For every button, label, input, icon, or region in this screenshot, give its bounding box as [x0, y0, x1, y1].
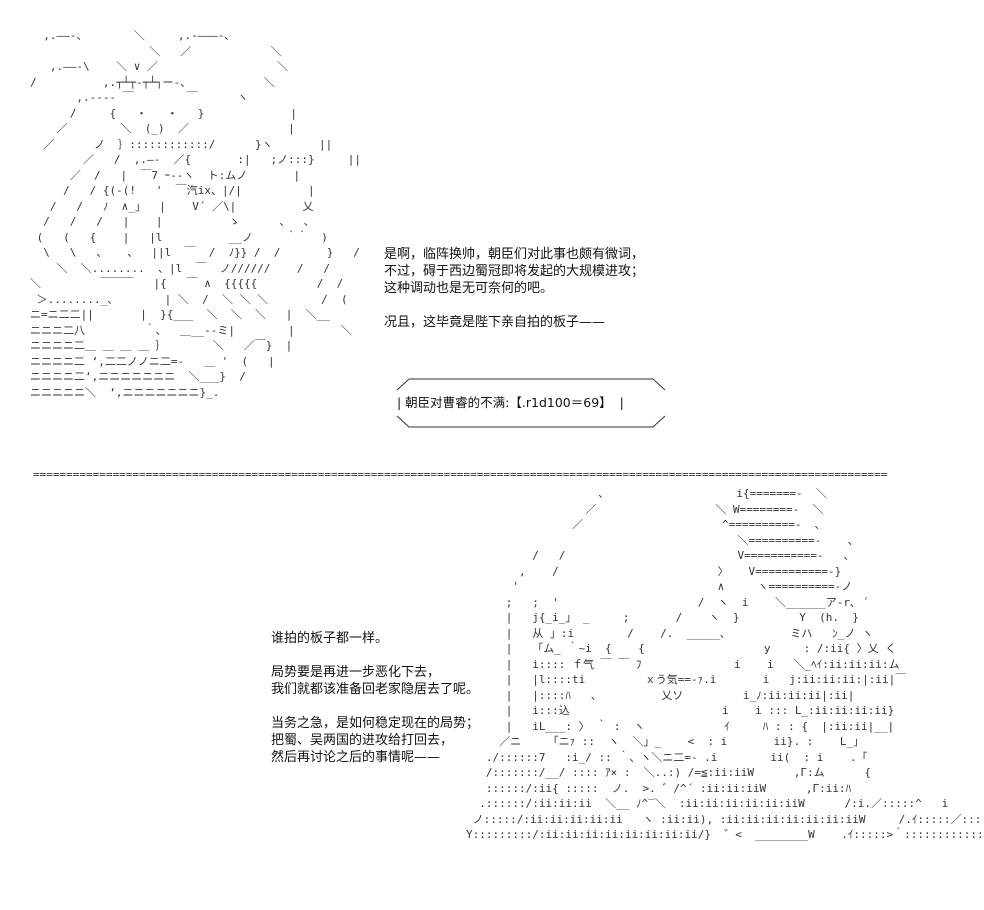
bottom-line-4: 我们就都该准备回老家隐居去了呢。 — [271, 682, 480, 697]
bottom-line-gap-1 — [271, 647, 479, 664]
bottom-line-8: 然后再讨论之后的事情呢—— — [271, 750, 441, 765]
top-narration: 是啊，临阵换帅，朝臣们对此事也颇有微词， 不过，碍于西边蜀冠即将发起的大规模进攻… — [384, 246, 644, 331]
top-line-1: 是啊，临阵换帅，朝臣们对此事也颇有微词， — [384, 247, 645, 262]
bottom-line-7: 把蜀、吴两国的进攻给打回去， — [271, 733, 454, 748]
bottom-line-1: 谁拍的板子都一样。 — [271, 631, 389, 646]
dice-result-box: | 朝臣对曹睿的不满:【.r1d100＝69】 | — [395, 376, 667, 430]
bottom-line-gap-2 — [271, 698, 479, 715]
top-line-5: 况且，这毕竟是陛下亲自拍的板子—— — [384, 315, 606, 330]
bottom-line-3: 局势要是再进一步恶化下去， — [271, 665, 441, 680]
top-line-2: 不过，碍于西边蜀冠即将发起的大规模进攻； — [384, 264, 645, 279]
ascii-art-top-character: ,.――-、 ＼ ,.-―――-、 ＼ ／ ＼ ,.――‐\ ＼ ∨ ／ ＼ /… — [30, 29, 362, 399]
bottom-line-6: 当务之急，是如何稳定现在的局势； — [271, 716, 480, 731]
top-line-3: 这种调动也是无可奈何的吧。 — [384, 281, 554, 296]
dice-result-text: | 朝臣对曹睿的不满:【.r1d100＝69】 | — [397, 395, 624, 410]
section-divider: ========================================… — [33, 468, 888, 481]
top-line-gap — [384, 297, 644, 314]
ascii-art-bottom-character: ､ i{=======- ＼ ／ ＼ W========- ＼ ／ ^=====… — [466, 487, 984, 841]
dice-box-frame — [396, 378, 666, 428]
bottom-narration: 谁拍的板子都一样。 局势要是再进一步恶化下去， 我们就都该准备回老家隐居去了呢。… — [271, 630, 479, 766]
